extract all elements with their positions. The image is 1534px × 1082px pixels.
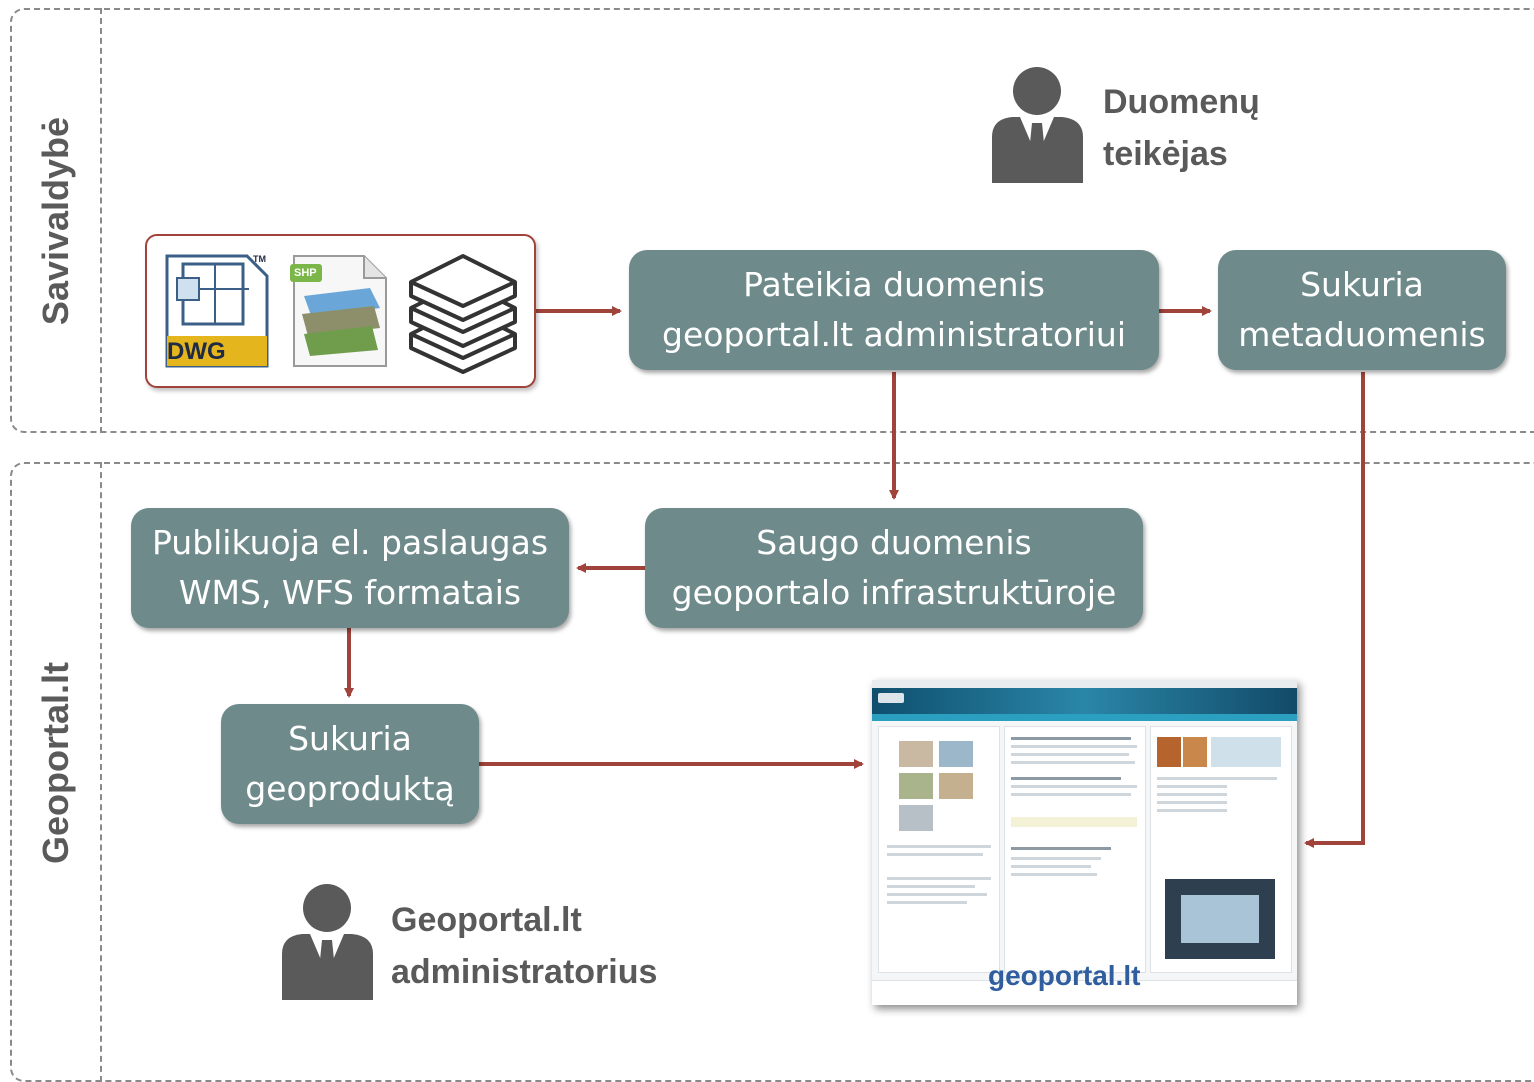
shp-file-icon: SHP xyxy=(290,252,390,370)
step-publish-services-line1: Publikuoja el. paslaugas xyxy=(151,523,549,562)
lane-municipality-divider xyxy=(100,8,102,433)
thumb-column-left xyxy=(878,726,1000,973)
step-store-data-line2: geoportalo infrastruktūroje xyxy=(671,573,1117,612)
step-publish-services-line2: WMS, WFS formatais xyxy=(178,573,522,612)
role-administrator-line2: administratorius xyxy=(391,953,658,991)
role-data-provider-line1: Duomenų xyxy=(1103,83,1260,121)
step-submit-data-line1: Pateikia duomenis xyxy=(743,265,1045,304)
person-admin-icon xyxy=(280,882,375,1000)
step-create-geoproduct-line1: Sukuria xyxy=(288,719,412,758)
step-submit-data: Pateikia duomenis geoportal.lt administr… xyxy=(629,250,1159,370)
thumb-column-middle xyxy=(1004,726,1146,973)
step-submit-data-line2: geoportal.lt administratoriui xyxy=(662,315,1126,354)
layers-icon xyxy=(405,250,521,374)
step-create-metadata: Sukuria metaduomenis xyxy=(1218,250,1506,370)
role-data-provider: Duomenų teikėjas xyxy=(1103,76,1260,180)
dwg-tm: TM xyxy=(253,254,266,264)
thumb-logo xyxy=(878,693,904,703)
thumb-top-bar xyxy=(872,680,1297,688)
role-administrator-line1: Geoportal.lt xyxy=(391,901,582,939)
shp-label: SHP xyxy=(294,267,317,279)
step-publish-services: Publikuoja el. paslaugas WMS, WFS format… xyxy=(131,508,569,628)
dwg-label: DWG xyxy=(167,338,226,365)
lane-geoportal-divider xyxy=(100,462,102,1082)
thumb-header-banner xyxy=(872,688,1297,714)
lane-municipality xyxy=(10,8,1534,433)
file-formats-box: DWG TM SHP xyxy=(145,234,536,388)
thumb-footer xyxy=(872,980,1297,1005)
role-administrator: Geoportal.lt administratorius xyxy=(391,894,657,998)
geoportal-site-label: geoportal.lt xyxy=(988,960,1141,991)
thumb-column-right xyxy=(1150,726,1292,973)
step-create-metadata-line2: metaduomenis xyxy=(1238,315,1486,354)
step-store-data: Saugo duomenis geoportalo infrastruktūro… xyxy=(645,508,1143,628)
geoportal-website-thumbnail xyxy=(872,680,1297,1005)
step-store-data-line1: Saugo duomenis xyxy=(756,523,1032,562)
role-data-provider-line2: teikėjas xyxy=(1103,135,1228,173)
step-create-geoproduct-line2: geoproduktą xyxy=(245,769,455,808)
arrow-metadata-to-site xyxy=(1304,372,1365,848)
thumb-nav-bar xyxy=(872,714,1297,721)
step-create-geoproduct: Sukuria geoproduktą xyxy=(221,704,479,824)
dwg-file-icon: DWG TM xyxy=(163,252,275,372)
person-provider-icon xyxy=(990,65,1085,183)
step-create-metadata-line1: Sukuria xyxy=(1300,265,1424,304)
